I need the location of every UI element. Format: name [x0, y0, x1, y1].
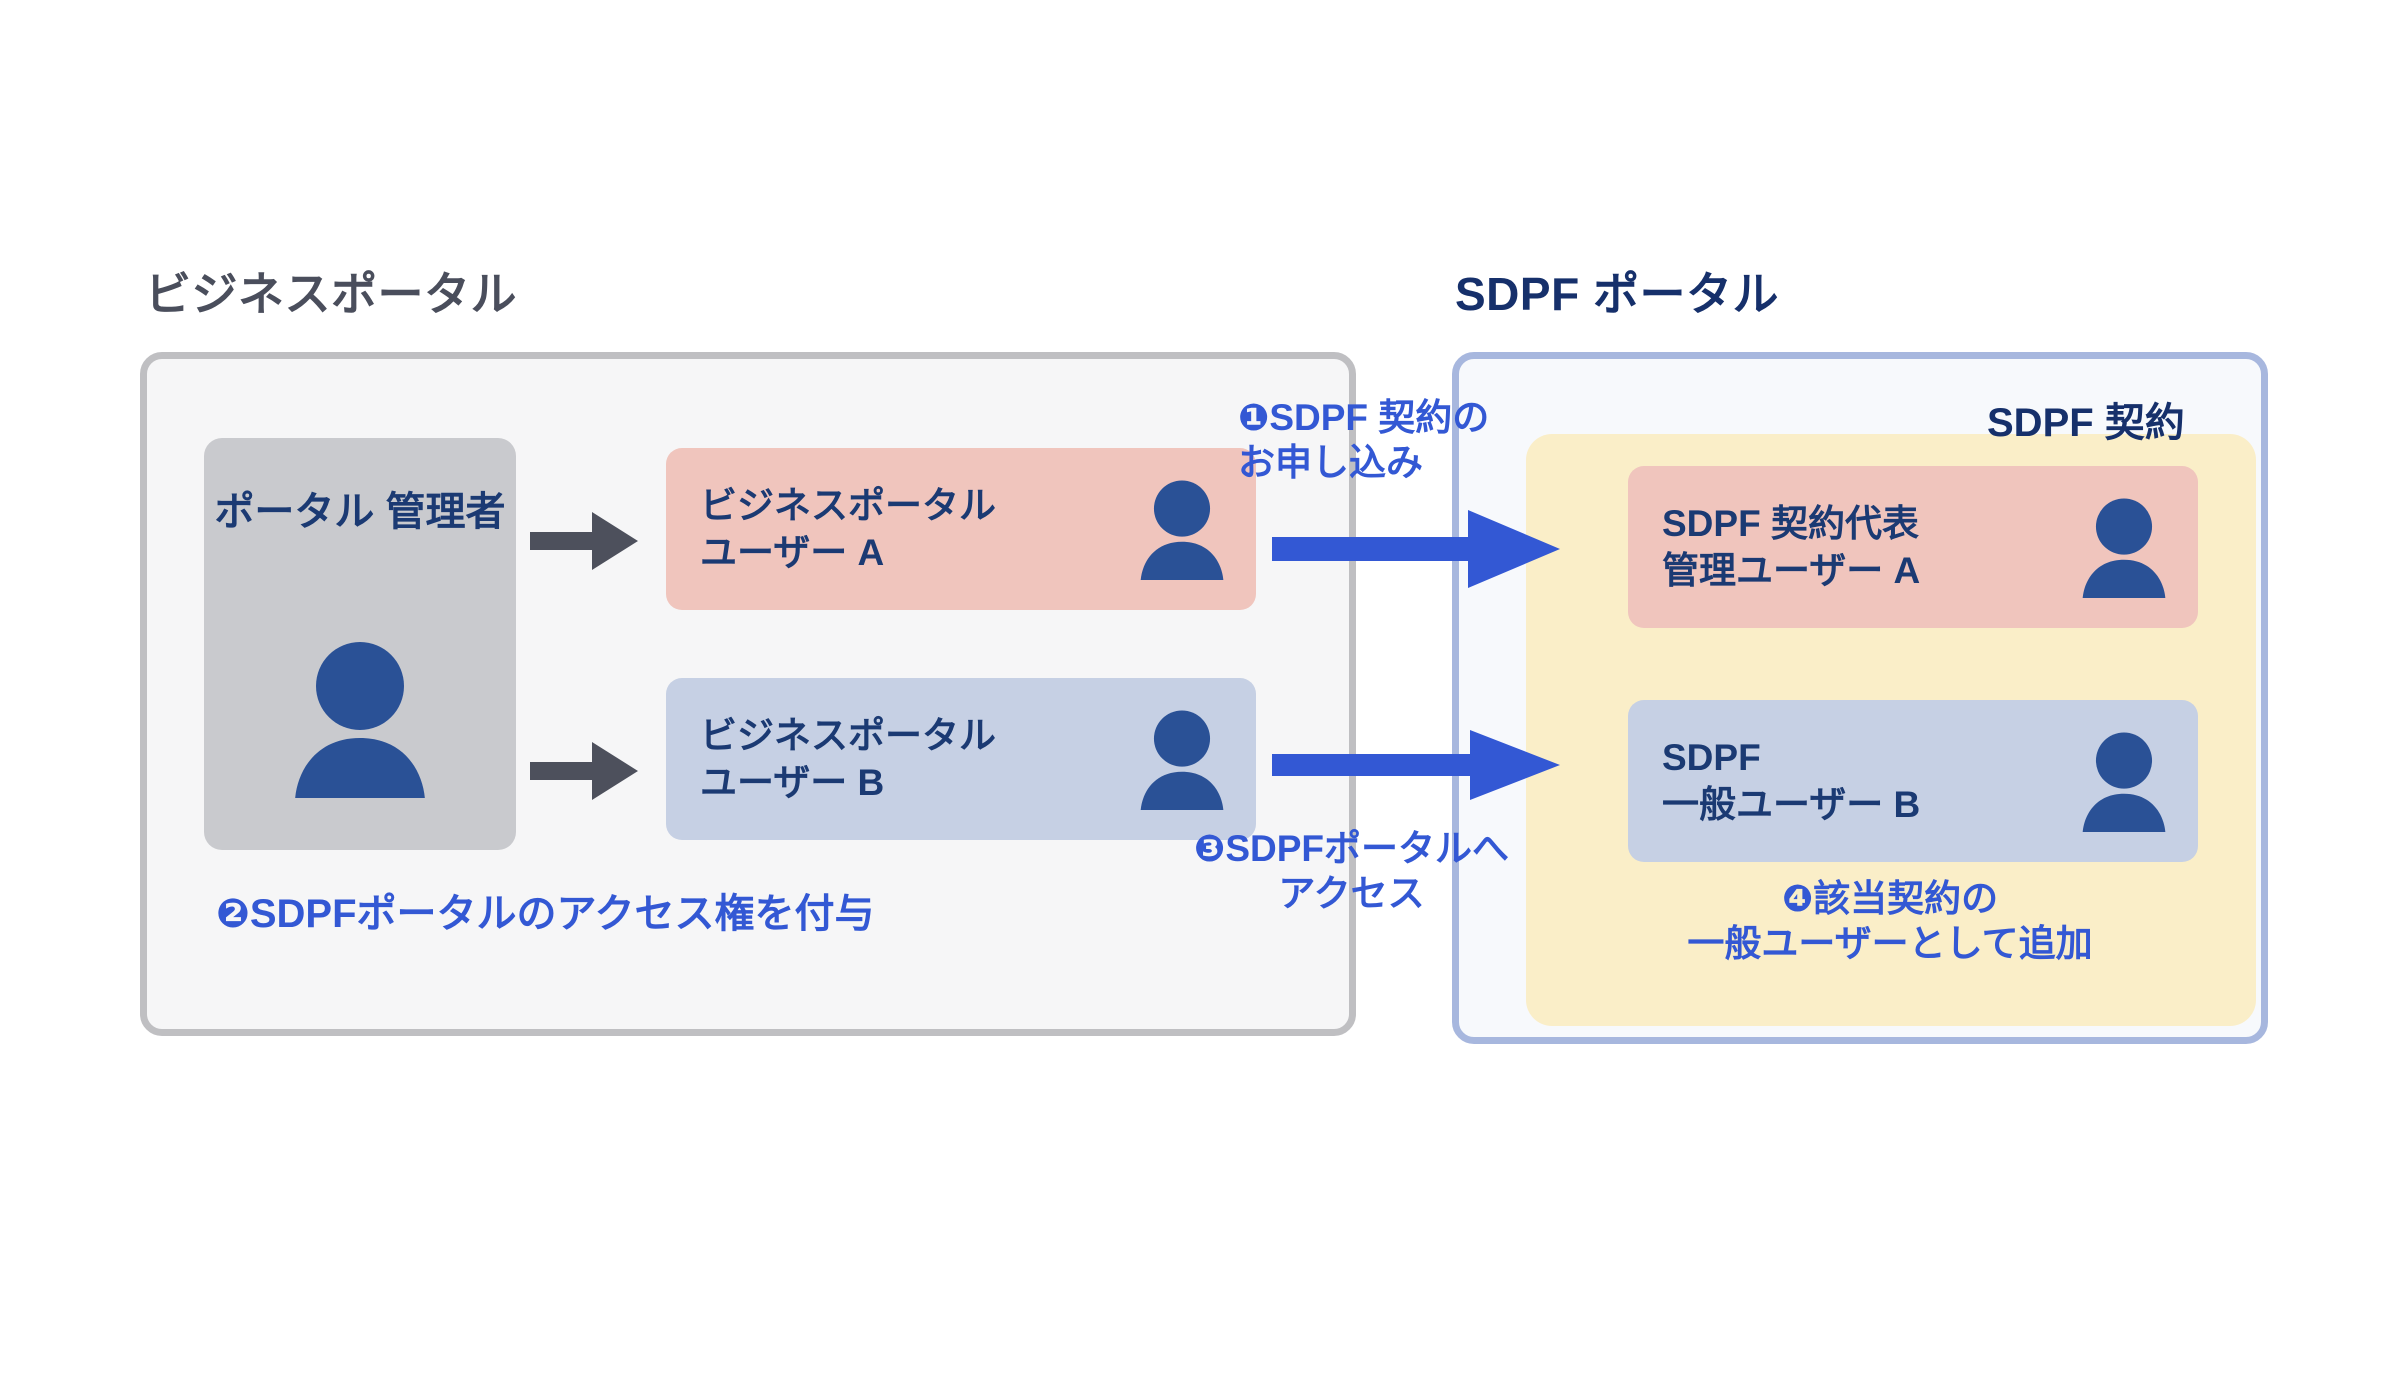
person-icon: [285, 638, 435, 798]
sdpf-contract-label: SDPF 契約: [1987, 401, 2185, 445]
business-portal-user-b-card: ビジネスポータル ユーザー B: [666, 678, 1256, 840]
arrow-step3-portal-access-icon: [1272, 728, 1562, 807]
person-icon: [1134, 478, 1230, 580]
business-portal-title: ビジネスポータル: [145, 268, 517, 320]
business-portal-user-a-card: ビジネスポータル ユーザー A: [666, 448, 1256, 610]
sdpf-contract-admin-user-a-card: SDPF 契約代表 管理ユーザー A: [1628, 466, 2198, 628]
business-portal-user-b-label: ビジネスポータル ユーザー B: [700, 714, 996, 803]
portal-administrator-card: ポータル 管理者: [204, 438, 516, 850]
step-4-annotation: ❹該当契約の 一般ユーザーとして追加: [1687, 878, 2093, 965]
business-portal-user-a-label: ビジネスポータル ユーザー A: [700, 484, 996, 573]
sdpf-general-user-b-label: SDPF 一般ユーザー B: [1662, 736, 1921, 825]
arrow-admin-to-user-b-icon: [530, 740, 640, 807]
step-1-annotation: ❶SDPF 契約の お申し込み: [1238, 397, 1490, 484]
sdpf-portal-title: SDPF ポータル: [1455, 268, 1779, 320]
step-3-annotation: ❸SDPFポータルへ アクセス: [1194, 828, 1510, 915]
person-icon: [2076, 730, 2172, 832]
portal-administrator-label: ポータル 管理者: [214, 490, 506, 534]
person-icon: [2076, 496, 2172, 598]
sdpf-contract-admin-user-a-label: SDPF 契約代表 管理ユーザー A: [1662, 502, 1921, 591]
arrow-step1-contract-application-icon: [1272, 508, 1562, 595]
sdpf-general-user-b-card: SDPF 一般ユーザー B: [1628, 700, 2198, 862]
arrow-admin-to-user-a-icon: [530, 510, 640, 577]
person-icon: [1134, 708, 1230, 810]
step-2-annotation: ❷SDPFポータルのアクセス権を付与: [216, 892, 875, 936]
